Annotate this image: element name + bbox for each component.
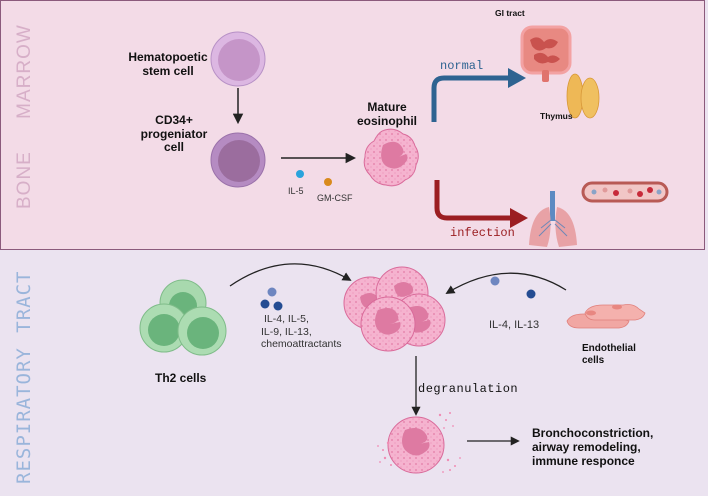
thymus-label: Thymus [540, 111, 573, 121]
endothelial-label-line: cells [582, 355, 605, 366]
mature-eosinophil-icon [363, 128, 419, 187]
progenitor-label-line: progeniator [140, 126, 208, 141]
degranulating-eosinophil-icon [377, 412, 461, 474]
endothelial-cells-label: Endothelial cells [582, 343, 636, 367]
gmcsf-label: GM-CSF [317, 193, 353, 203]
endothelial-cells-icon [566, 304, 646, 329]
gi-tract-icon [520, 25, 572, 82]
gi-tract-label: GI tract [495, 8, 525, 18]
cytokine-dot-icon [260, 299, 270, 309]
il5-molecule-icon [296, 170, 304, 178]
endothelial-cytokines-label: IL-4, IL-13 [489, 319, 540, 331]
th2-cells-label: Th2 cells [155, 371, 207, 385]
cytokine-dot-icon [273, 301, 283, 311]
th2-cytokine-line: IL-9, IL-13, [261, 325, 312, 338]
cytokine-dot-icon [490, 276, 500, 286]
progenitor-label-line: cell [163, 140, 184, 154]
degranulation-label: degranulation [418, 382, 519, 396]
lungs-icon [529, 191, 577, 247]
progenitor-label: CD34+ progeniator cell [138, 113, 210, 155]
infection-path-arrow [434, 180, 512, 221]
eosinophil-cluster-icon [343, 266, 446, 352]
th2-cytokines-label: IL-4, IL-5, IL-9, IL-13, chemoattractant… [261, 313, 342, 351]
th2-cells-icon [139, 279, 227, 356]
mature-eosinophil-label: Mature eosinophil [352, 100, 422, 128]
hsc-label-line: stem cell [142, 64, 194, 78]
th2-cytokine-line: IL-4, IL-5, [264, 313, 309, 325]
progenitor-label-line: CD34+ [155, 113, 193, 127]
normal-path-arrow [431, 75, 510, 122]
blood-vessel-icon [581, 181, 669, 203]
progenitor-cell-icon [210, 132, 266, 188]
hsc-label-line: Hematopoetic [128, 50, 208, 64]
il5-label: IL-5 [288, 186, 304, 196]
infection-path-label: infection [450, 226, 515, 240]
cytokine-dot-icon [267, 287, 277, 297]
hematopoietic-stem-cell-icon [210, 31, 266, 87]
bone-marrow-section [0, 0, 705, 250]
outcome-line: airway remodeling, [532, 440, 641, 454]
hsc-label: Hematopoetic stem cell [128, 50, 208, 78]
th2-cytokine-line: chemoattractants [261, 338, 342, 350]
cytokine-dot-icon [526, 289, 536, 299]
th2-to-eosinophil-arrow [229, 263, 352, 287]
outcome-line: Bronchoconstriction, [532, 426, 654, 440]
endothelial-to-eosinophil-arrow [445, 272, 567, 294]
mature-label-line: eosinophil [357, 113, 417, 128]
outcome-line: immune responce [532, 454, 635, 468]
mature-label-line: Mature [367, 100, 407, 114]
normal-path-label: normal [440, 59, 484, 73]
gmcsf-molecule-icon [324, 178, 332, 186]
outcome-label: Bronchoconstriction, airway remodeling, … [532, 426, 653, 468]
endothelial-label-line: Endothelial [582, 343, 636, 354]
thymus-icon [566, 73, 600, 119]
